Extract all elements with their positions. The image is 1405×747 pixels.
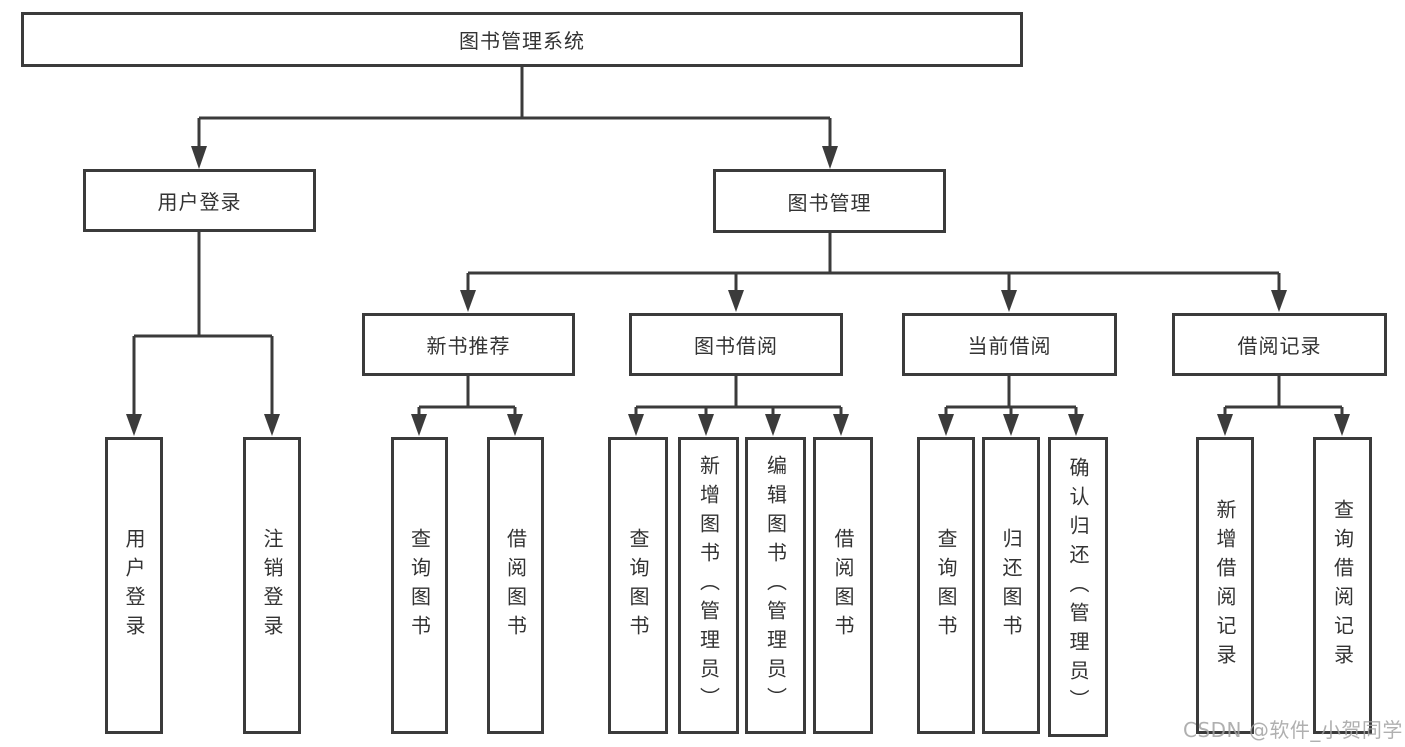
node-label: 用户登录	[157, 190, 242, 214]
leaf-label: 用户登录	[122, 527, 146, 644]
csdn-watermark: CSDN @软件_小贺同学	[1183, 718, 1403, 742]
leaf-borrow-books-recommend: 借阅图书	[487, 437, 544, 734]
node-library-management-system: 图书管理系统	[21, 12, 1023, 67]
node-new-book-recommendation: 新书推荐	[362, 313, 575, 376]
leaf-label: 查询图书	[407, 527, 432, 644]
leaf-return-book: 归还图书	[982, 437, 1040, 734]
leaf-label: 借阅图书	[503, 527, 528, 644]
node-book-borrowing: 图书借阅	[629, 313, 843, 376]
connector-records-children	[1223, 376, 1344, 418]
leaf-query-books-borrowing: 查询图书	[608, 437, 668, 734]
leaf-edit-book-admin: 编辑图书（管理员）	[745, 437, 806, 734]
node-current-borrowing: 当前借阅	[902, 313, 1117, 376]
connector-new-book-children	[417, 376, 517, 418]
node-label: 图书管理	[787, 190, 872, 215]
leaf-add-book-admin: 新增图书（管理员）	[678, 437, 739, 734]
leaf-label: 查询图书	[934, 527, 958, 644]
node-user-login: 用户登录	[83, 169, 316, 232]
leaf-query-books-recommend: 查询图书	[391, 437, 448, 734]
leaf-label: 新增借阅记录	[1213, 498, 1237, 673]
leaf-label: 归还图书	[999, 527, 1023, 644]
node-label: 当前借阅	[967, 334, 1052, 358]
leaf-label: 查询借阅记录	[1330, 498, 1355, 673]
node-label: 图书管理系统	[459, 29, 585, 53]
node-label: 新书推荐	[426, 334, 511, 358]
connector-current-children	[944, 376, 1078, 418]
leaf-label: 新增图书（管理员）	[696, 455, 721, 716]
leaf-query-books-current: 查询图书	[917, 437, 975, 734]
leaf-label: 借阅图书	[831, 527, 855, 644]
leaf-user-login: 用户登录	[105, 437, 163, 734]
connector-root-to-level2	[197, 67, 832, 150]
leaf-label: 注销登录	[260, 527, 284, 644]
connector-user-login-children	[132, 232, 274, 418]
node-borrowing-records: 借阅记录	[1172, 313, 1387, 376]
arrowheads	[126, 146, 1350, 436]
leaf-label: 确认归还（管理员）	[1066, 456, 1090, 718]
leaf-logout: 注销登录	[243, 437, 301, 734]
leaf-borrow-books-borrowing: 借阅图书	[813, 437, 873, 734]
leaf-confirm-return-admin: 确认归还（管理员）	[1048, 437, 1108, 737]
leaf-query-borrow-record: 查询借阅记录	[1313, 437, 1372, 734]
leaf-label: 查询图书	[626, 527, 650, 644]
node-label: 图书借阅	[694, 334, 778, 358]
connector-book-mgmt-children	[466, 233, 1281, 294]
leaf-add-borrow-record: 新增借阅记录	[1196, 437, 1254, 734]
node-label: 借阅记录	[1237, 334, 1322, 358]
connector-borrowing-children	[634, 376, 843, 418]
node-book-management: 图书管理	[713, 169, 946, 233]
leaf-label: 编辑图书（管理员）	[763, 455, 788, 716]
